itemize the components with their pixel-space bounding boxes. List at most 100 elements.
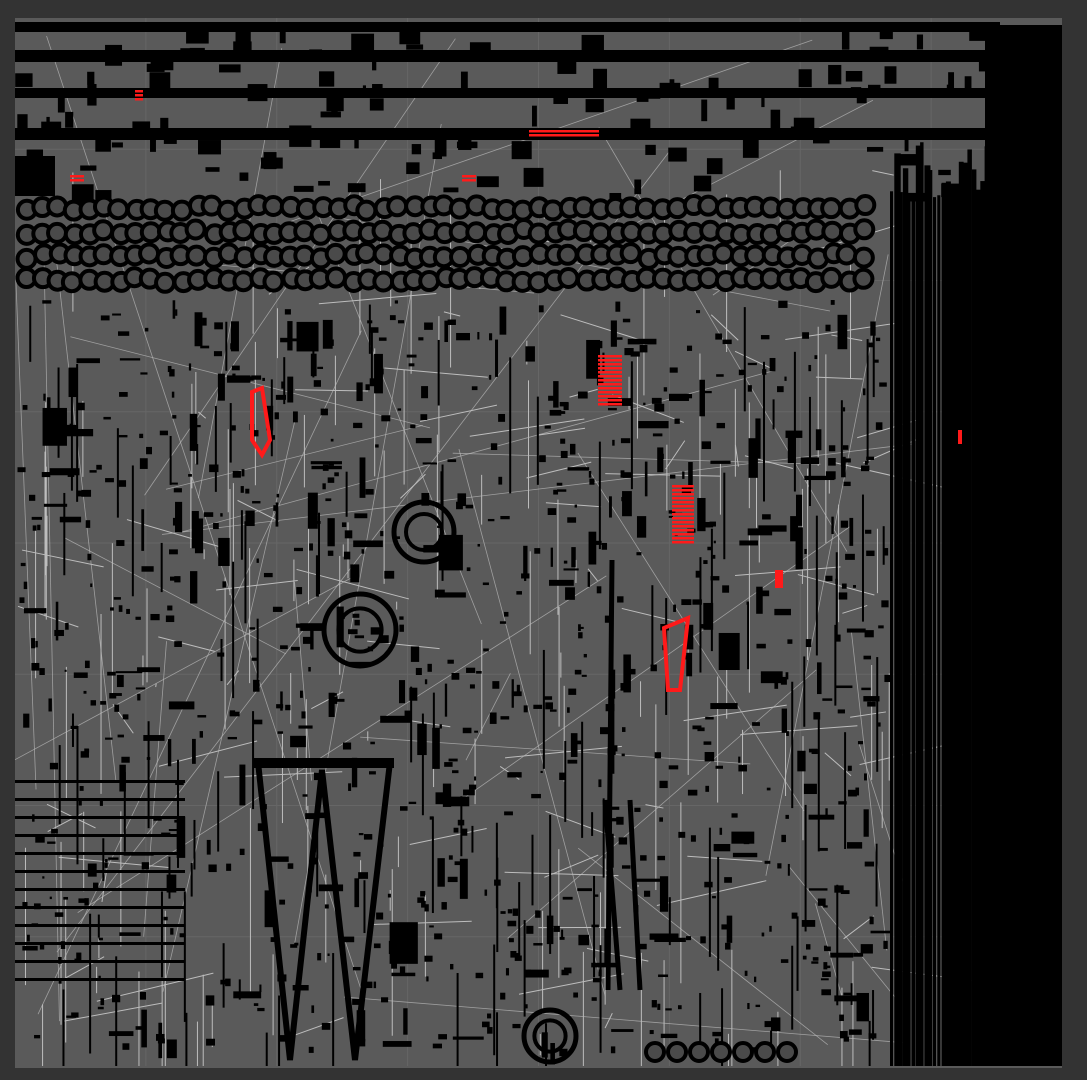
uv-island-strip[interactable] <box>868 1020 871 1066</box>
uv-island-detail[interactable] <box>410 646 420 662</box>
uv-island-ring[interactable] <box>309 223 332 246</box>
uv-island-detail[interactable] <box>415 667 422 675</box>
uv-island-detail[interactable] <box>459 858 468 899</box>
uv-island-detail[interactable] <box>104 862 108 868</box>
uv-island-detail[interactable] <box>869 46 889 52</box>
uv-island-detail[interactable] <box>652 433 663 437</box>
uv-island-strip[interactable] <box>169 435 172 485</box>
uv-island-detail[interactable] <box>35 835 45 843</box>
uv-island-detail[interactable] <box>453 827 459 833</box>
uv-island-detail[interactable] <box>308 1046 314 1053</box>
uv-island-detail[interactable] <box>713 843 731 852</box>
uv-island-detail[interactable] <box>439 534 463 571</box>
uv-island-detail[interactable] <box>524 1004 528 1009</box>
uv-island-detail[interactable] <box>657 447 664 473</box>
uv-island-detail[interactable] <box>658 974 669 978</box>
uv-island-detail[interactable] <box>787 436 796 464</box>
uv-island-detail[interactable] <box>200 345 210 349</box>
uv-island-detail[interactable] <box>654 403 665 412</box>
uv-island-detail[interactable] <box>856 93 867 104</box>
uv-island-detail[interactable] <box>673 604 677 612</box>
uv-island-detail[interactable] <box>857 741 864 745</box>
uv-island-detail[interactable] <box>668 515 674 518</box>
uv-islands[interactable] <box>15 22 1062 1067</box>
uv-island-detail[interactable] <box>318 180 330 186</box>
uv-island-detail[interactable] <box>432 1043 442 1049</box>
uv-island-detail[interactable] <box>830 952 854 958</box>
uv-island-detail[interactable] <box>141 509 145 551</box>
uv-island-detail[interactable] <box>828 445 836 452</box>
uv-island-detail[interactable] <box>213 522 219 530</box>
uv-island-detail[interactable] <box>600 727 609 735</box>
uv-island-detail[interactable] <box>322 483 326 490</box>
uv-island-detail[interactable] <box>638 421 669 429</box>
selected-uv-island[interactable] <box>672 501 694 504</box>
uv-island-detail[interactable] <box>226 863 232 871</box>
uv-island-detail[interactable] <box>156 1033 165 1041</box>
uv-island-detail[interactable] <box>424 322 433 330</box>
uv-island-detail[interactable] <box>825 965 831 969</box>
uv-island-detail[interactable] <box>811 748 818 755</box>
uv-island-column[interactable] <box>928 170 933 1067</box>
uv-island-detail[interactable] <box>105 859 108 863</box>
uv-island-detail[interactable] <box>230 343 239 350</box>
uv-island-ring[interactable] <box>644 1041 666 1063</box>
uv-island-detail[interactable] <box>20 562 26 567</box>
uv-island-detail[interactable] <box>869 916 874 925</box>
uv-island-detail[interactable] <box>548 395 558 401</box>
selected-uv-island[interactable] <box>135 98 143 101</box>
uv-island-detail[interactable] <box>46 116 50 126</box>
uv-island-detail[interactable] <box>41 121 62 131</box>
uv-island-detail[interactable] <box>866 550 875 557</box>
uv-island-detail[interactable] <box>302 794 308 797</box>
uv-island-detail[interactable] <box>868 84 881 93</box>
uv-island-detail[interactable] <box>523 167 544 187</box>
uv-island-detail[interactable] <box>421 386 429 399</box>
uv-island-ring[interactable] <box>666 1041 688 1063</box>
uv-island-detail[interactable] <box>280 645 288 650</box>
uv-island-strip[interactable] <box>225 321 228 371</box>
uv-island-detail[interactable] <box>205 995 215 1006</box>
uv-island-detail[interactable] <box>808 364 812 372</box>
uv-island-detail[interactable] <box>695 570 701 578</box>
uv-island-strip[interactable] <box>717 856 720 971</box>
uv-island-detail[interactable] <box>744 970 748 976</box>
uv-island-detail[interactable] <box>866 456 875 460</box>
uv-island-detail[interactable] <box>71 1012 79 1018</box>
uv-island-detail[interactable] <box>449 796 470 807</box>
uv-island-detail[interactable] <box>456 332 470 341</box>
uv-island-detail[interactable] <box>350 564 360 583</box>
uv-island-ring[interactable] <box>776 1041 798 1063</box>
uv-island-detail[interactable] <box>701 441 711 450</box>
selected-uv-island[interactable] <box>250 385 273 459</box>
uv-island-strip[interactable] <box>850 983 853 1005</box>
uv-island-ring[interactable] <box>541 199 564 222</box>
uv-island-detail[interactable] <box>607 398 632 406</box>
uv-island-detail[interactable] <box>489 374 492 380</box>
uv-island-detail[interactable] <box>622 727 626 732</box>
uv-island-detail[interactable] <box>786 731 789 736</box>
uv-island-detail[interactable] <box>690 835 696 842</box>
uv-island-detail[interactable] <box>616 337 623 340</box>
uv-island-strip[interactable] <box>332 953 335 1066</box>
uv-island-detail[interactable] <box>368 771 376 775</box>
uv-island-detail[interactable] <box>347 183 366 193</box>
uv-island-detail[interactable] <box>149 72 171 90</box>
uv-island-strip[interactable] <box>721 988 724 1066</box>
uv-island-detail[interactable] <box>948 72 955 93</box>
uv-island-detail[interactable] <box>116 540 125 546</box>
uv-island-detail[interactable] <box>586 339 601 379</box>
uv-island-strip[interactable] <box>710 528 713 652</box>
uv-island-long[interactable] <box>602 559 643 991</box>
uv-island-strip[interactable] <box>542 649 545 769</box>
uv-island-detail[interactable] <box>159 430 168 436</box>
uv-island-detail[interactable] <box>108 1031 134 1037</box>
uv-island-detail[interactable] <box>563 560 568 564</box>
uv-island-strip[interactable] <box>591 812 594 836</box>
uv-island-detail[interactable] <box>83 690 87 694</box>
uv-island-detail[interactable] <box>738 765 747 772</box>
uv-island-detail[interactable] <box>23 581 28 590</box>
uv-island-detail[interactable] <box>451 673 460 680</box>
uv-island-ring[interactable] <box>697 194 720 217</box>
uv-island-detail[interactable] <box>166 874 177 893</box>
